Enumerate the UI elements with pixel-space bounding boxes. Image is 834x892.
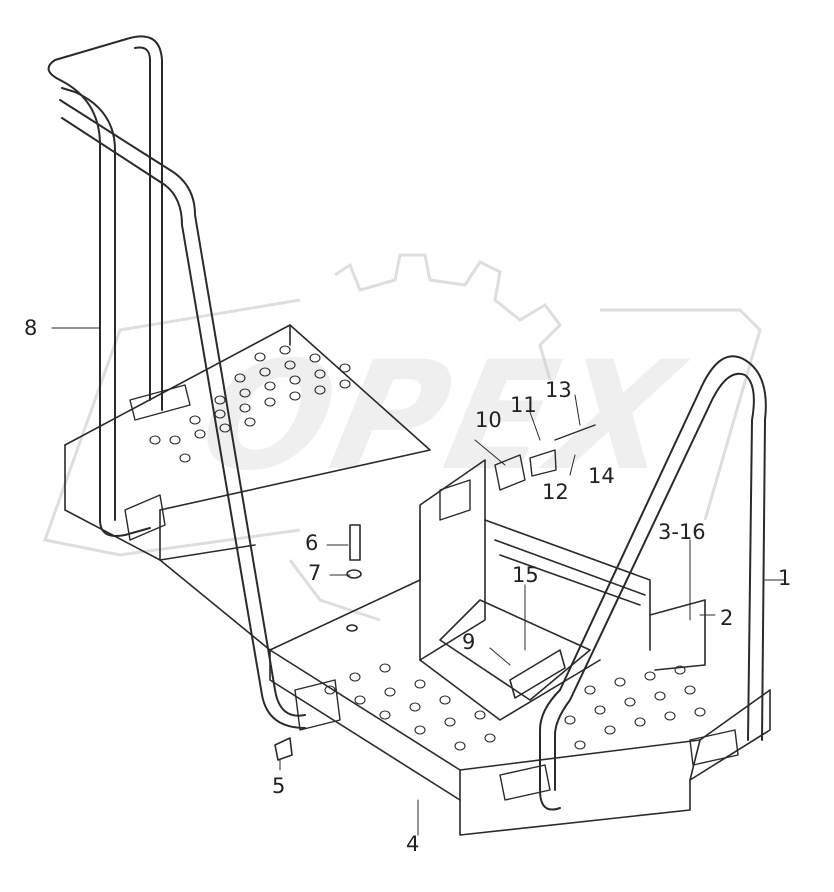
left-handrail <box>47 35 306 729</box>
callout-14: 14 <box>588 464 615 488</box>
platform-holes <box>324 663 706 751</box>
callout-9: 9 <box>462 630 476 654</box>
bolt-5 <box>274 737 293 761</box>
callout-3-16: 3-16 <box>658 520 706 544</box>
mount-brackets <box>124 384 739 801</box>
callout-6: 6 <box>305 531 319 555</box>
leader-lines <box>51 327 786 836</box>
callout-5: 5 <box>272 774 286 798</box>
inner-box <box>419 459 706 721</box>
right-handrail <box>539 355 767 811</box>
callout-4: 4 <box>406 832 420 856</box>
callout-8: 8 <box>24 316 38 340</box>
main-platform <box>159 519 771 836</box>
upper-plate-holes <box>149 345 351 463</box>
latch-parts <box>439 424 596 521</box>
bolt-washer-6-7 <box>346 524 362 632</box>
callout-13: 13 <box>545 378 572 402</box>
callout-2: 2 <box>720 606 734 630</box>
callout-7: 7 <box>308 561 322 585</box>
callout-11: 11 <box>510 393 537 417</box>
callout-15: 15 <box>512 563 539 587</box>
callout-10: 10 <box>475 408 502 432</box>
callout-1: 1 <box>778 566 792 590</box>
callout-12: 12 <box>542 480 569 504</box>
